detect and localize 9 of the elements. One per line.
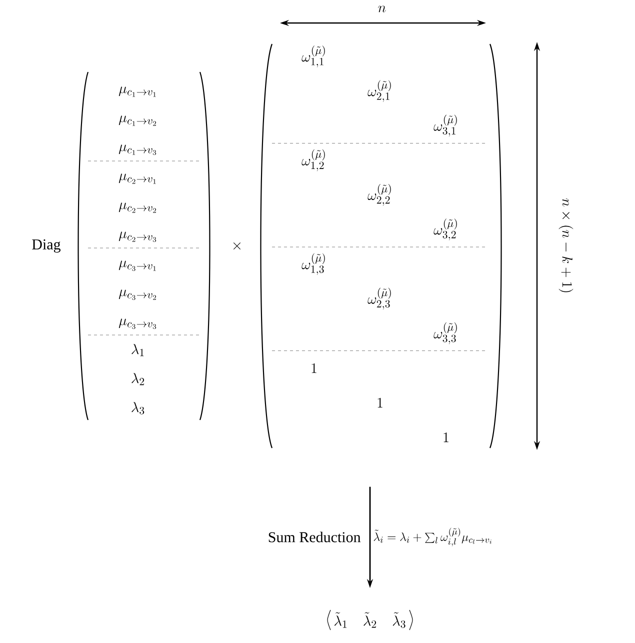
result-vector: $\tilde{\lambda}_1$ $\tilde{\lambda}_2$ $\tilde{\lambda}_3$ <box>334 612 406 628</box>
operator-label: Diag <box>32 239 61 253</box>
formula: $\tilde{\lambda}_i=\lambda_i+\sum_l\omega_{i,l}^{(\tilde{\mu})}\mu_{c_l\to v_i}$ <box>374 528 492 546</box>
edge-label: Sum Reduction <box>268 532 361 542</box>
dimension-label: $n$ <box>378 6 386 12</box>
operator-label: $\times$ <box>234 242 240 250</box>
matrix-entries: $\omega_{1,1}^{(\tilde{\mu})}$ $\omega_{2,1}^{(\tilde{\mu})}$ $\omega_{3,1}^{(\tilde{\mu})}$ $\omega_{1,2}^{(\tilde{\mu})}$ $\omega_{2,2}^{(\tilde{\mu})}$ $\omega_{3,2}^{(\tilde{\mu})}$ $\omega_{1,3}^{(\tilde{\mu})}$ $\omega_{2,3}^{(\tilde{\mu})}$ $\omega_{3,3}^{(\tilde{\mu})}$ $1$ $1$ $1$ <box>302 46 457 442</box>
dimension-label: $n\times(n-k+1)$ <box>558 198 574 292</box>
vector-entries: $\mu_{c_1\to v_1}$ $\mu_{c_1\to v_2}$ $\mu_{c_1\to v_3}$ $\mu_{c_2\to v_1}$ $\mu_{c_2\to v_2}$ $\mu_{c_2\to v_3}$ $\mu_{c_3\to v_1}$ $\mu_{c_3\to v_2}$ $\mu_{c_3\to v_3}$ $\lambda_1$ $\lambda_2$ $\lambda_3$ <box>118 86 156 414</box>
